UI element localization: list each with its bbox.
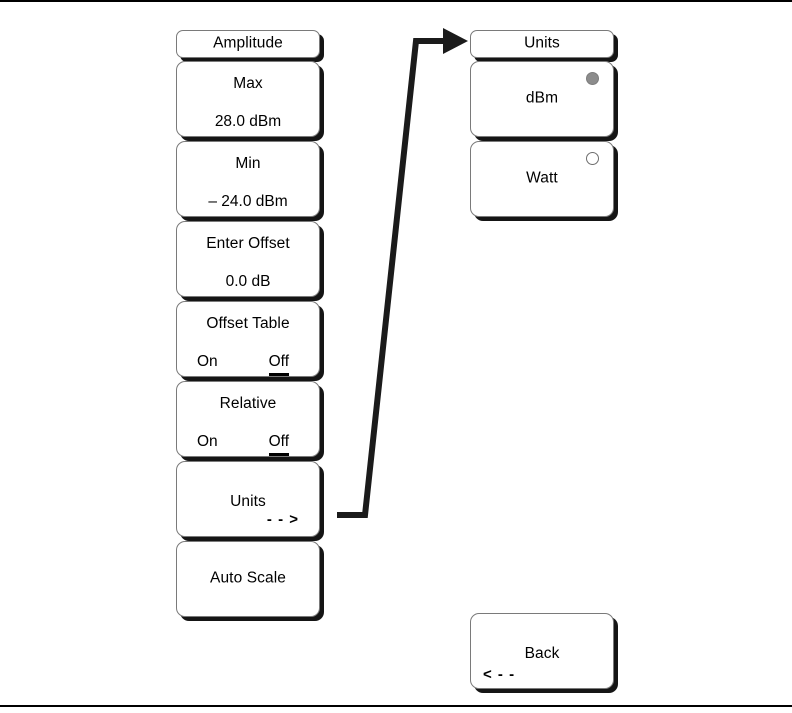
softkey-min[interactable]: Min – 24.0 dBm — [176, 141, 320, 217]
softkey-units[interactable]: Units - - > — [176, 461, 320, 537]
submenu-forward-arrow-icon: - - > — [266, 511, 299, 528]
softkey-units-label: Units — [230, 493, 266, 510]
softkey-watt[interactable]: Watt — [470, 141, 614, 217]
softkey-dbm[interactable]: dBm — [470, 61, 614, 137]
page-top-rule — [0, 0, 792, 2]
softkey-max-label: Max — [233, 75, 263, 92]
softkey-watt-label: Watt — [526, 169, 558, 187]
watt-radio-unselected-icon[interactable] — [586, 152, 599, 165]
softkey-relative[interactable]: Relative On Off — [176, 381, 320, 457]
units-menu-header: Units — [470, 30, 614, 58]
softkey-back[interactable]: Back < - - — [470, 613, 614, 689]
dbm-radio-selected-icon[interactable] — [586, 72, 599, 85]
softkey-dbm-label: dBm — [525, 89, 559, 107]
units-menu-header-label: Units — [524, 34, 560, 52]
softkey-back-label: Back — [524, 645, 560, 662]
softkey-offset-table-label: Offset Table — [206, 315, 290, 332]
offset-table-option-on[interactable]: On — [197, 353, 218, 370]
softkey-auto-scale[interactable]: Auto Scale — [176, 541, 320, 617]
softkey-offset-table[interactable]: Offset Table On Off — [176, 301, 320, 377]
softkey-min-value: – 24.0 dBm — [208, 193, 288, 210]
softkey-offset-table-toggle[interactable]: On Off — [177, 353, 319, 376]
softkey-max-value: 28.0 dBm — [214, 113, 282, 130]
softkey-enter-offset-value: 0.0 dB — [225, 273, 271, 290]
relative-option-off[interactable]: Off — [268, 434, 289, 456]
amplitude-menu-header-label: Amplitude — [213, 34, 283, 52]
back-arrow-icon: < - - — [483, 666, 516, 683]
softkey-enter-offset[interactable]: Enter Offset 0.0 dB — [176, 221, 320, 297]
softkey-relative-toggle[interactable]: On Off — [177, 433, 319, 456]
page-bottom-rule — [0, 705, 792, 707]
relative-option-on[interactable]: On — [197, 433, 218, 450]
softkey-min-label: Min — [235, 155, 261, 172]
softkey-enter-offset-label: Enter Offset — [206, 235, 290, 252]
amplitude-menu-header: Amplitude — [176, 30, 320, 58]
offset-table-option-off[interactable]: Off — [268, 354, 289, 376]
softkey-relative-label: Relative — [219, 395, 277, 412]
softkey-auto-scale-label: Auto Scale — [210, 569, 286, 587]
softkey-max[interactable]: Max 28.0 dBm — [176, 61, 320, 137]
